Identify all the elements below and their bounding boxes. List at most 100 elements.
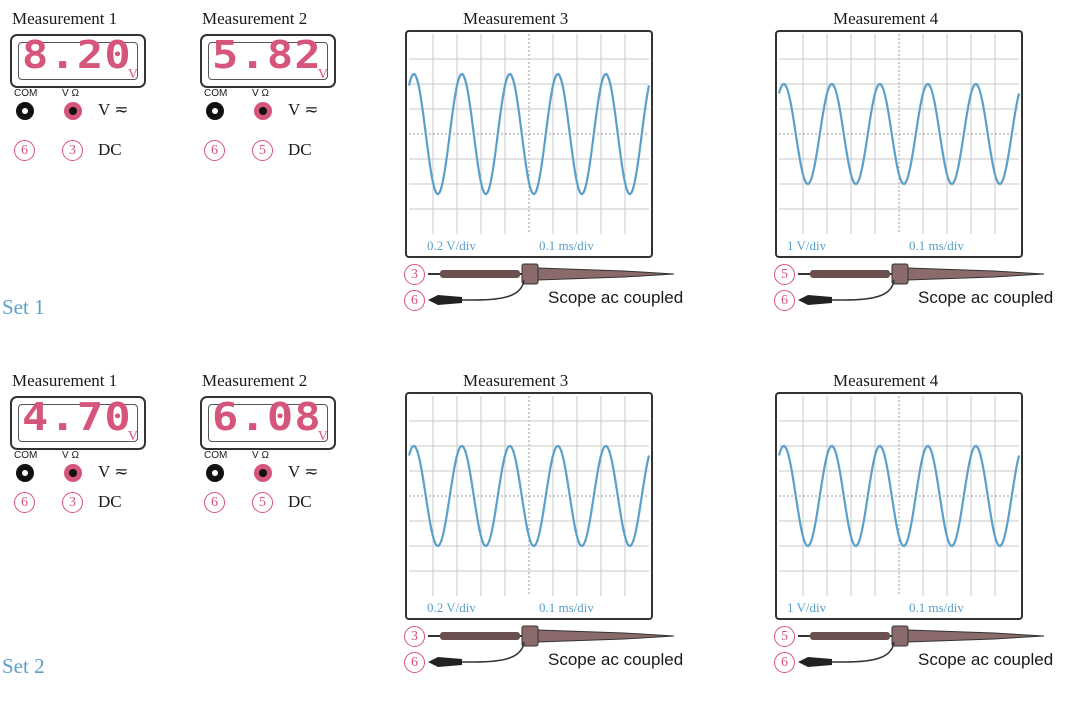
probe-body <box>907 267 1045 281</box>
set-1: Set 1 Measurement 1 8.20 V COM V Ω V ≂ 6… <box>0 0 1070 340</box>
probe-tip-node: 3 <box>404 626 425 647</box>
waveform-trace <box>407 444 651 548</box>
v-node: 5 <box>252 492 273 513</box>
multimeter-1: 4.70 V COM V Ω V ≂ 6 3 DC <box>10 396 146 513</box>
meter-reading: 5.82 <box>212 33 322 77</box>
v-ohm-label: V Ω <box>62 88 79 99</box>
function-label: V ≂ <box>288 462 319 481</box>
function-label: V ≂ <box>98 462 129 481</box>
set-label: Set 2 <box>2 654 45 678</box>
volts-per-div: 1 V/div <box>787 238 827 254</box>
com-label: COM <box>204 450 228 461</box>
probe-body <box>907 629 1045 643</box>
meter-unit: V <box>317 429 328 444</box>
waveform-trace <box>777 82 1021 186</box>
mode-label: DC <box>288 140 312 159</box>
time-per-div: 0.1 ms/div <box>909 600 964 616</box>
scope-4-title: Measurement 4 <box>833 371 939 390</box>
volts-per-div: 0.2 V/div <box>427 238 476 254</box>
oscilloscope-4: 1 V/div 0.1 ms/div <box>775 30 1023 258</box>
meter-reading: 6.08 <box>212 395 322 439</box>
meter-display: 6.08 V <box>200 396 336 450</box>
function-label: V ≂ <box>98 100 129 119</box>
probe-tip-node: 5 <box>774 264 795 285</box>
com-node: 6 <box>204 492 225 513</box>
v-node: 3 <box>62 140 83 161</box>
mode-label: DC <box>288 492 312 511</box>
probe-cable <box>810 632 890 640</box>
multimeter-1: 8.20 V COM V Ω V ≂ 6 3 DC <box>10 34 146 161</box>
com-node: 6 <box>204 140 225 161</box>
scope-4-title: Measurement 4 <box>833 9 939 28</box>
probe-body <box>537 629 675 643</box>
function-label: V ≂ <box>288 100 319 119</box>
meter-unit: V <box>127 429 138 444</box>
ground-clip <box>798 657 832 667</box>
meter-display: 8.20 V <box>10 34 146 88</box>
v-jack-icon <box>254 464 272 482</box>
v-jack-icon <box>64 464 82 482</box>
v-node: 5 <box>252 140 273 161</box>
probe-ground-node: 6 <box>774 290 795 311</box>
com-jack-icon <box>16 464 34 482</box>
com-jack-icon <box>16 102 34 120</box>
scope-screen <box>407 396 651 596</box>
scope-probe-3: 3 6 Scope ac coupled <box>404 624 704 684</box>
scope-3-title: Measurement 3 <box>463 9 569 28</box>
coupling-label: Scope ac coupled <box>548 650 684 669</box>
time-per-div: 0.1 ms/div <box>909 238 964 254</box>
waveform-trace <box>777 444 1021 548</box>
waveform-trace <box>407 72 651 196</box>
ground-clip <box>798 295 832 305</box>
meter-1-title: Measurement 1 <box>12 9 118 28</box>
com-label: COM <box>14 450 38 461</box>
com-jack-icon <box>206 464 224 482</box>
set-2: Set 2 Measurement 1 4.70 V COM V Ω V ≂ 6… <box>0 362 1070 702</box>
probe-body <box>537 267 675 281</box>
v-node: 3 <box>62 492 83 513</box>
com-node: 6 <box>14 492 35 513</box>
probe-drawing <box>798 625 1045 667</box>
volts-per-div: 1 V/div <box>787 600 827 616</box>
mode-label: DC <box>98 492 122 511</box>
scope-screen <box>407 34 651 234</box>
set-label: Set 1 <box>2 295 45 319</box>
ground-lead <box>448 641 525 663</box>
probe-cable <box>440 632 520 640</box>
probe-ground-node: 6 <box>404 652 425 673</box>
coupling-label: Scope ac coupled <box>918 288 1054 307</box>
oscilloscope-3: 0.2 V/div 0.1 ms/div <box>405 30 653 258</box>
meter-display: 5.82 V <box>200 34 336 88</box>
coupling-label: Scope ac coupled <box>918 650 1054 669</box>
meter-2-title: Measurement 2 <box>202 9 308 28</box>
meter-reading: 8.20 <box>22 33 132 77</box>
meter-1-title: Measurement 1 <box>12 371 118 390</box>
probe-drawing <box>428 625 675 667</box>
ground-lead <box>818 641 895 663</box>
scope-3-title: Measurement 3 <box>463 371 569 390</box>
scope-probe-4: 5 6 Scope ac coupled <box>774 262 1070 322</box>
time-per-div: 0.1 ms/div <box>539 238 594 254</box>
com-label: COM <box>14 88 38 99</box>
v-ohm-label: V Ω <box>62 450 79 461</box>
probe-cable <box>440 270 520 278</box>
com-jack-icon <box>206 102 224 120</box>
probe-tip-node: 3 <box>404 264 425 285</box>
ground-lead <box>818 279 895 301</box>
probe-drawing <box>428 263 675 305</box>
com-node: 6 <box>14 140 35 161</box>
scope-screen <box>777 34 1021 234</box>
probe-drawing <box>798 263 1045 305</box>
v-jack-icon <box>254 102 272 120</box>
scope-screen <box>777 396 1021 596</box>
probe-cable <box>810 270 890 278</box>
ground-clip <box>428 657 462 667</box>
ground-clip <box>428 295 462 305</box>
probe-ground-node: 6 <box>774 652 795 673</box>
probe-ground-node: 6 <box>404 290 425 311</box>
volts-per-div: 0.2 V/div <box>427 600 476 616</box>
oscilloscope-3: 0.2 V/div 0.1 ms/div <box>405 392 653 620</box>
v-ohm-label: V Ω <box>252 450 269 461</box>
